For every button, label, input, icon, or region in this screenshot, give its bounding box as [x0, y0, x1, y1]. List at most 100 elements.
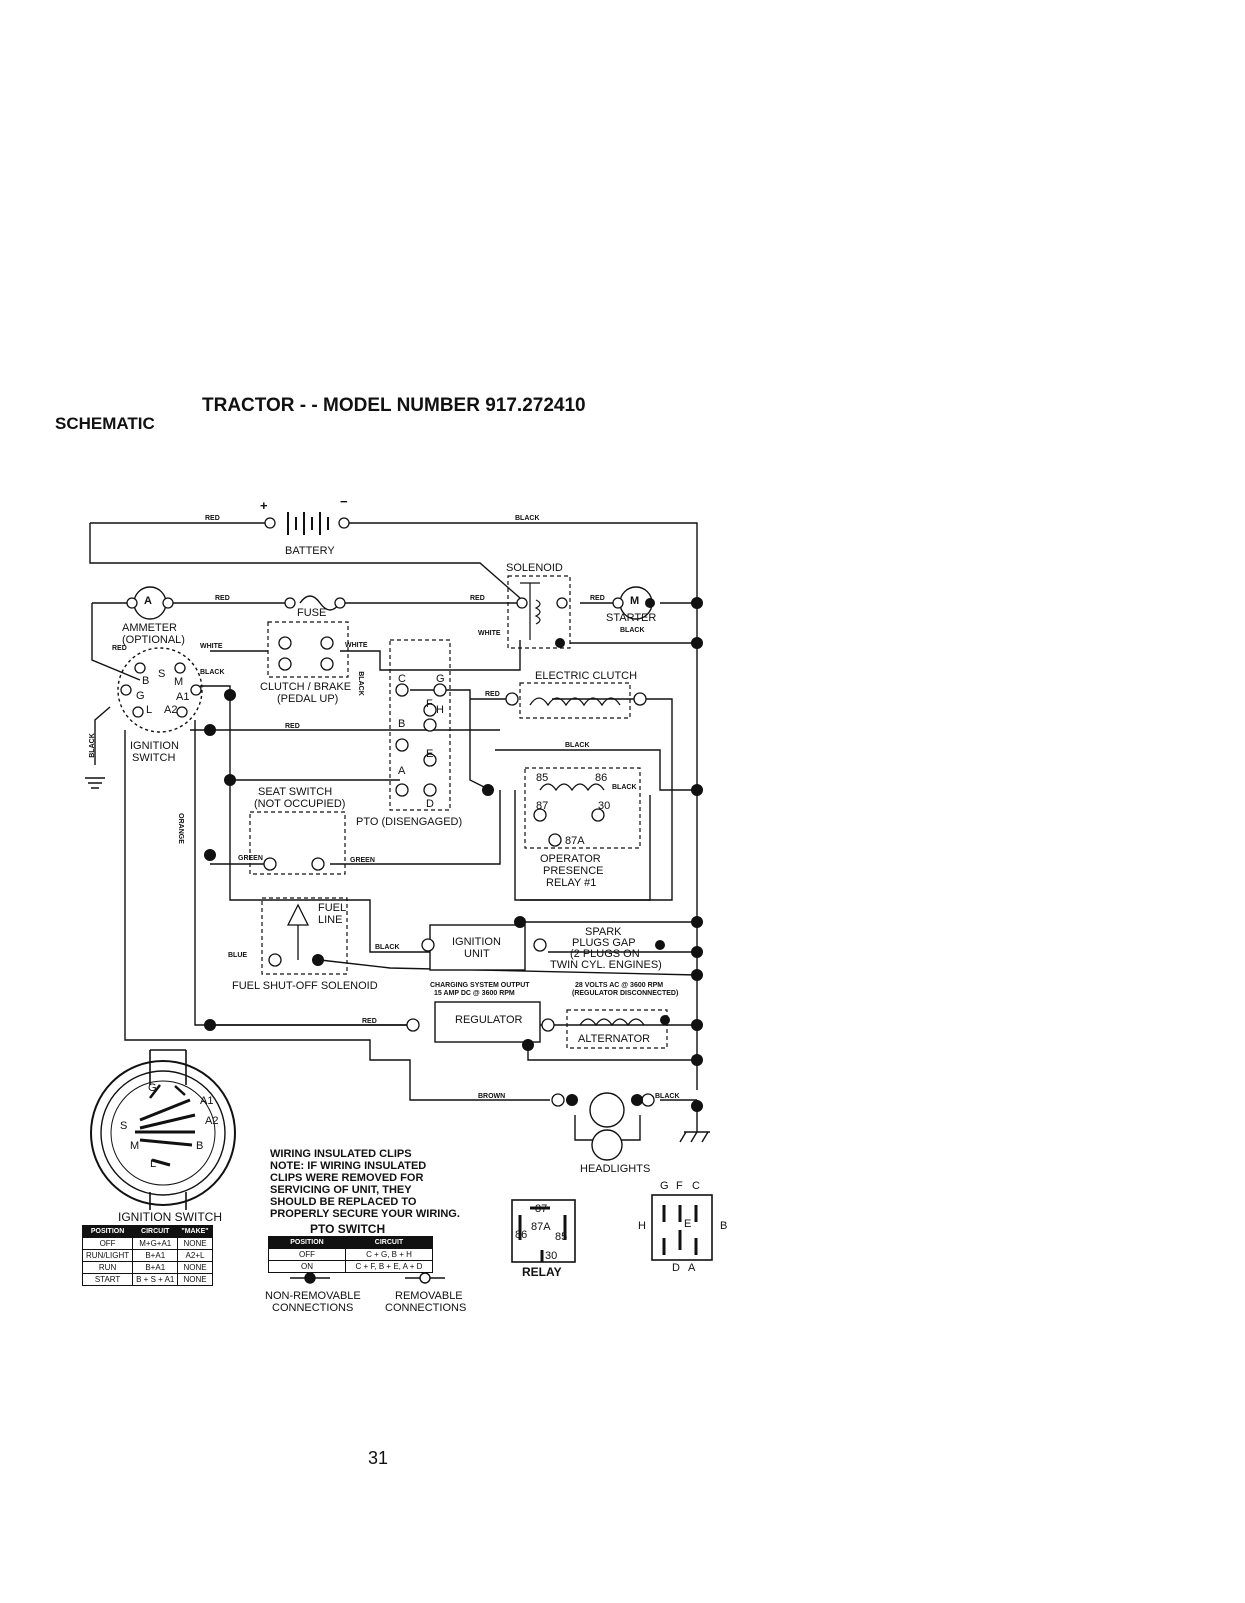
page-title: TRACTOR - - MODEL NUMBER 917.272410: [202, 395, 586, 416]
clutch-brake-state: (PEDAL UP): [277, 693, 339, 705]
spark-label-4: TWIN CYL. ENGINES): [550, 959, 662, 971]
term-pto-d: D: [426, 798, 434, 810]
wire-label-red: RED: [470, 595, 485, 602]
fuel-line-label: FUEL: [318, 902, 347, 914]
alternator-label: ALTERNATOR: [578, 1033, 651, 1045]
term-pto-e: E: [426, 748, 434, 760]
legend-nonremovable: NON-REMOVABLE: [265, 1290, 361, 1302]
pto-pin-a: A: [688, 1262, 696, 1274]
table-cell: RUN/LIGHT: [81, 1249, 134, 1262]
wire-label-black: BLACK: [356, 671, 364, 696]
wire-label-red: RED: [285, 723, 300, 730]
headlights-label: HEADLIGHTS: [580, 1163, 651, 1175]
wire-label-blue: BLUE: [228, 952, 248, 959]
term-pto-b: B: [398, 718, 406, 730]
sw-face-m: M: [130, 1140, 140, 1152]
legend-nonremovable-2: CONNECTIONS: [272, 1302, 354, 1314]
term-ign-a1: A1: [176, 691, 190, 703]
wire-label-red: RED: [112, 645, 127, 652]
ignition-switch-label-2: SWITCH: [132, 752, 176, 764]
fuse-label: FUSE: [297, 607, 327, 619]
wire-label-orange: ORANGE: [176, 813, 184, 844]
electric-clutch-label: ELECTRIC CLUTCH: [535, 670, 638, 682]
wire-label-red: RED: [215, 595, 230, 602]
ammeter-label: AMMETER: [122, 622, 177, 634]
legend-removable: REMOVABLE: [395, 1290, 463, 1302]
seat-switch-box: [249, 811, 346, 875]
relay-name-1: OPERATOR: [540, 853, 601, 865]
sw-face-a2: A2: [205, 1115, 219, 1127]
solenoid-label: SOLENOID: [506, 562, 563, 574]
headlight-bottom-icon: [591, 1129, 623, 1161]
solenoid-coil-icon: [520, 582, 541, 640]
sw-face-a1: A1: [200, 1095, 214, 1107]
charging-spec-1: CHARGING SYSTEM OUTPUT: [430, 982, 530, 989]
wire-spark: [520, 921, 697, 953]
table-cell: NONE: [177, 1237, 213, 1250]
note-line-5: SHOULD BE REPLACED TO: [270, 1196, 417, 1208]
wire-label-white: WHITE: [200, 643, 223, 650]
wire-label-black: BLACK: [612, 784, 637, 791]
term-pto-a: A: [398, 765, 406, 777]
wire-label-red: RED: [590, 595, 605, 602]
page-number: 31: [368, 1448, 389, 1468]
charging-spec-2: 15 AMP DC @ 3600 RPM: [434, 990, 515, 997]
sw-face-s: S: [120, 1120, 128, 1132]
wire-label-red: RED: [362, 1018, 377, 1025]
table-cell: START: [81, 1273, 134, 1286]
ammeter-symbol: A: [144, 595, 152, 607]
term-relay-86: 86: [595, 772, 608, 784]
alternator-spec-1: 28 VOLTS AC @ 3600 RPM: [575, 982, 664, 989]
pto-pin-f: F: [676, 1180, 683, 1192]
battery-cells: [287, 512, 329, 535]
wire-label-green: GREEN: [238, 855, 263, 862]
table-header-row: POSITION CIRCUIT: [268, 1236, 433, 1249]
term-relay-87: 87: [536, 800, 549, 812]
ignition-table-caption: IGNITION SWITCH: [118, 1210, 222, 1224]
wire-label-brown: BROWN: [478, 1093, 506, 1100]
col-header: CIRCUIT: [345, 1236, 433, 1249]
wire-label-black: BLACK: [515, 515, 540, 522]
fuel-solenoid-label: FUEL SHUT-OFF SOLENOID: [232, 980, 378, 992]
fuel-solenoid-box: [261, 897, 348, 975]
table-cell: OFF: [268, 1248, 346, 1261]
table-cell: B+A1: [132, 1249, 179, 1262]
col-header: POSITION: [268, 1236, 346, 1249]
battery-plus: +: [260, 498, 268, 513]
table-cell: NONE: [177, 1261, 213, 1274]
pto-table-caption: PTO SWITCH: [310, 1222, 386, 1236]
battery-label: BATTERY: [285, 545, 335, 557]
wire-label-red: RED: [485, 691, 500, 698]
ignition-switch-table: POSITION CIRCUIT "MAKE" OFF M+G+A1 NONE …: [81, 1225, 213, 1286]
wire-left-main: [124, 730, 550, 1101]
term-pto-f: F: [426, 698, 433, 710]
pto-pin-g: G: [660, 1180, 669, 1192]
term-ign-a2: A2: [164, 704, 178, 716]
removable-terminals: [120, 517, 655, 1107]
relay-pin-30: 30: [545, 1250, 558, 1262]
note-line-3: CLIPS WERE REMOVED FOR: [270, 1172, 424, 1184]
table-cell: M+G+A1: [132, 1237, 179, 1250]
wire-label-black: BLACK: [655, 1093, 680, 1100]
note-line-4: SERVICING OF UNIT, THEY: [270, 1184, 412, 1196]
table-header-row: POSITION CIRCUIT "MAKE": [81, 1225, 213, 1238]
table-cell: B+A1: [132, 1261, 179, 1274]
term-ign-g: G: [136, 690, 145, 702]
clutch-brake-label: CLUTCH / BRAKE: [260, 681, 352, 693]
section-heading: SCHEMATIC: [55, 414, 155, 433]
pto-switch-table: POSITION CIRCUIT OFF C + G, B + H ON C +…: [268, 1236, 433, 1273]
wire-battery-black: [344, 522, 698, 1090]
ground-right: [679, 1100, 710, 1143]
wire-label-black: BLACK: [200, 669, 225, 676]
wire-label-green: GREEN: [350, 857, 375, 864]
regulator-label: REGULATOR: [455, 1014, 523, 1026]
table-cell: A2+L: [177, 1249, 213, 1262]
wire-relay-box: [514, 790, 651, 901]
term-ign-s: S: [158, 668, 166, 680]
fuel-line-label-2: LINE: [318, 914, 343, 926]
table-row: OFF M+G+A1 NONE: [81, 1237, 213, 1250]
pto-pin-d: D: [672, 1262, 680, 1274]
col-header: "MAKE": [177, 1225, 213, 1238]
ignition-switch-body: [117, 647, 203, 733]
